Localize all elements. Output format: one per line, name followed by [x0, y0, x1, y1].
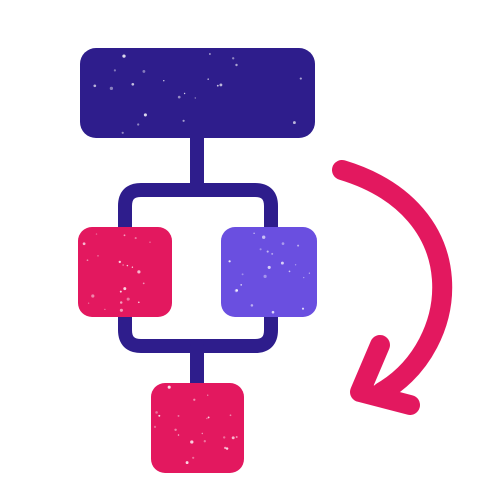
speckle — [95, 233, 98, 235]
speckle — [266, 250, 269, 253]
speckle — [281, 242, 285, 245]
speckle — [271, 252, 274, 255]
speckle — [299, 77, 302, 80]
speckle — [235, 436, 238, 438]
rotate-arrow-icon — [332, 160, 453, 415]
speckle — [297, 244, 300, 247]
speckle — [267, 265, 271, 269]
speckle — [119, 290, 122, 293]
speckle — [271, 310, 275, 314]
speckle — [142, 69, 146, 73]
speckle — [301, 307, 305, 310]
speckle — [91, 294, 95, 298]
speckle — [109, 86, 114, 91]
speckle — [126, 297, 130, 301]
speckle — [143, 113, 147, 117]
speckle — [223, 436, 226, 439]
speckle — [219, 83, 223, 87]
speckle — [113, 69, 116, 72]
speckle — [158, 414, 161, 417]
speckle — [208, 53, 211, 55]
speckle — [280, 261, 284, 265]
speckle — [183, 92, 186, 95]
speckle — [201, 432, 204, 435]
speckle — [259, 248, 262, 251]
left-node — [78, 227, 172, 317]
speckle — [119, 301, 123, 304]
speckle — [207, 78, 209, 80]
speckle — [137, 301, 140, 304]
speckle — [206, 417, 208, 420]
speckle — [123, 234, 126, 237]
speckle — [137, 270, 141, 274]
speckle — [194, 97, 197, 99]
speckle — [131, 266, 134, 268]
speckle — [308, 272, 311, 274]
speckle — [250, 304, 254, 307]
speckle — [185, 461, 189, 465]
speckle — [122, 264, 124, 266]
speckle — [121, 131, 124, 134]
speckle — [93, 84, 97, 88]
top-node — [80, 48, 315, 138]
speckle — [292, 121, 296, 125]
speckle — [203, 440, 206, 443]
speckle — [82, 242, 86, 246]
speckle — [240, 284, 243, 286]
speckle — [122, 54, 126, 58]
speckle — [294, 264, 297, 266]
speckle — [216, 84, 219, 87]
bottom-node — [151, 383, 244, 473]
branch-bracket — [118, 183, 278, 267]
speckle — [155, 411, 158, 414]
speckle — [225, 447, 229, 450]
speckle — [86, 259, 89, 262]
speckle — [303, 276, 305, 279]
speckle — [174, 428, 177, 432]
speckle — [167, 385, 171, 389]
speckle — [288, 270, 291, 273]
speckle — [177, 95, 181, 99]
right-node — [221, 227, 317, 317]
speckle — [104, 308, 106, 311]
speckle — [231, 436, 235, 440]
speckle — [262, 235, 266, 239]
speckle — [137, 123, 140, 126]
speckle — [177, 414, 180, 417]
speckle — [87, 302, 90, 304]
speckle — [207, 394, 209, 396]
speckle — [163, 80, 165, 82]
speckle — [192, 456, 195, 459]
speckle — [149, 241, 151, 243]
speckle — [241, 273, 244, 276]
speckle — [235, 63, 238, 67]
speckle — [228, 260, 231, 263]
speckle — [142, 282, 145, 285]
speckle — [224, 446, 227, 450]
speckle — [126, 264, 129, 267]
texture-speckles — [82, 53, 311, 465]
speckle — [207, 416, 210, 419]
speckle — [182, 119, 185, 122]
speckle — [190, 440, 194, 444]
speckle — [97, 255, 99, 257]
speckle — [263, 274, 267, 278]
speckle — [229, 414, 232, 417]
speckle — [134, 237, 137, 240]
speckle — [177, 434, 180, 436]
speckle — [123, 287, 127, 291]
rotate-arrow-arc — [332, 160, 453, 402]
rotate-arrow-head — [350, 335, 420, 415]
speckle — [153, 425, 157, 428]
speckle — [253, 232, 255, 234]
speckle — [131, 82, 135, 86]
speckle — [118, 260, 121, 264]
speckle — [193, 398, 196, 401]
speckle — [235, 289, 239, 292]
speckle — [232, 57, 235, 60]
speckle — [119, 308, 123, 312]
